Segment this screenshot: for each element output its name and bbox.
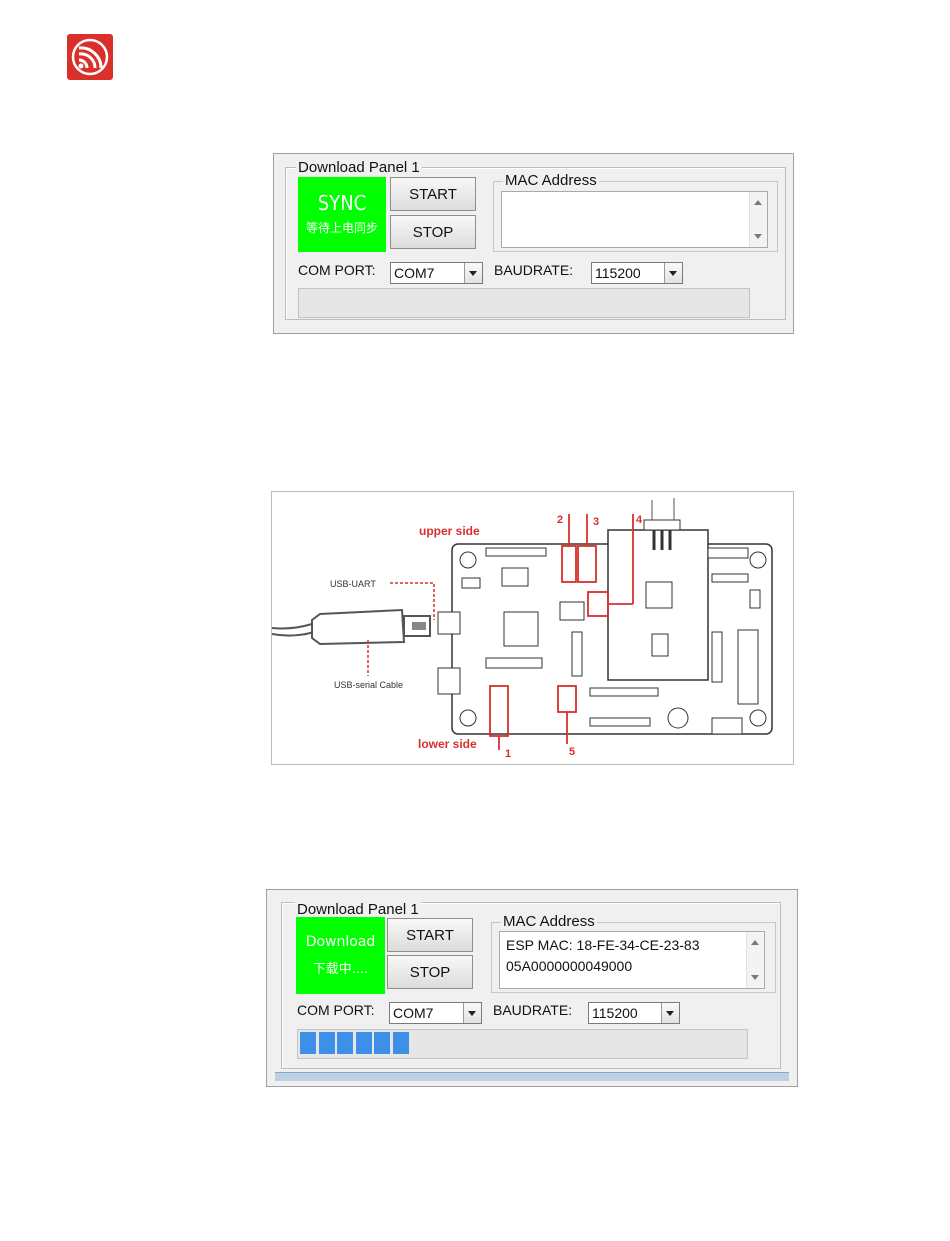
- chevron-down-icon[interactable]: [661, 1003, 679, 1023]
- start-button[interactable]: START: [390, 177, 476, 211]
- baudrate-select[interactable]: 115200: [588, 1002, 680, 1024]
- marker-2: 2: [557, 514, 563, 526]
- baudrate-value: 115200: [592, 1005, 638, 1021]
- baudrate-value: 115200: [595, 265, 641, 281]
- chevron-down-icon[interactable]: [664, 263, 682, 283]
- progress-segment: [393, 1032, 409, 1054]
- marker-3: 3: [593, 516, 599, 528]
- scroll-up-icon[interactable]: [751, 940, 759, 945]
- upper-side-label: upper side: [419, 524, 480, 538]
- progress-segment: [374, 1032, 390, 1054]
- start-button[interactable]: START: [387, 918, 473, 952]
- com-port-label: COM PORT:: [297, 1002, 375, 1018]
- status-sub-text: 等待上电同步: [298, 219, 386, 236]
- lower-side-label: lower side: [418, 737, 477, 751]
- mac-address-title: MAC Address: [503, 172, 599, 190]
- marker-1: 1: [505, 748, 511, 760]
- baudrate-label: BAUDRATE:: [494, 262, 573, 278]
- progress-segment: [319, 1032, 335, 1054]
- status-main-text: SYNC: [298, 191, 386, 215]
- progress-segment: [337, 1032, 353, 1054]
- marker-5: 5: [569, 746, 575, 758]
- com-port-value: COM7: [394, 265, 434, 281]
- marker-4: 4: [636, 514, 643, 526]
- scroll-up-icon[interactable]: [754, 200, 762, 205]
- stop-button[interactable]: STOP: [390, 215, 476, 249]
- espressif-logo-icon: [67, 34, 113, 80]
- mac-line-1: ESP MAC: 18-FE-34-CE-23-83: [506, 935, 758, 956]
- panel-title: Download Panel 1: [296, 159, 422, 177]
- mac-address-group: MAC Address ESP MAC: 18-FE-34-CE-23-83 0…: [491, 922, 776, 993]
- com-port-label: COM PORT:: [298, 262, 376, 278]
- scroll-down-icon[interactable]: [754, 234, 762, 239]
- status-main-text: Download: [296, 934, 385, 950]
- scroll-down-icon[interactable]: [751, 975, 759, 980]
- download-panel-1: Download Panel 1 SYNC 等待上电同步 START STOP …: [273, 153, 794, 334]
- progress-segment: [300, 1032, 316, 1054]
- mac-line-2: 05A0000000049000: [506, 956, 758, 977]
- download-panel-2: Download Panel 1 Download 下载中.... START …: [266, 889, 798, 1087]
- baudrate-select[interactable]: 115200: [591, 262, 683, 284]
- mac-address-box[interactable]: ESP MAC: 18-FE-34-CE-23-83 05A0000000049…: [499, 931, 765, 989]
- chevron-down-icon[interactable]: [463, 1003, 481, 1023]
- com-port-value: COM7: [393, 1005, 433, 1021]
- mac-scrollbar[interactable]: [749, 192, 767, 247]
- usb-cable-label: USB-serial Cable: [334, 680, 403, 690]
- com-port-select[interactable]: COM7: [390, 262, 483, 284]
- usb-uart-label: USB-UART: [330, 579, 376, 589]
- status-indicator: Download 下载中....: [296, 917, 385, 994]
- usb-cable-icon: [272, 610, 430, 644]
- mac-address-group: MAC Address: [493, 181, 778, 252]
- com-port-select[interactable]: COM7: [389, 1002, 482, 1024]
- board-figure: USB-UART USB-serial Cable: [271, 491, 794, 765]
- board-diagram: USB-UART USB-serial Cable: [272, 492, 795, 766]
- progress-bar: [298, 288, 750, 318]
- chevron-down-icon[interactable]: [464, 263, 482, 283]
- window-bottom-bar: [275, 1072, 789, 1081]
- baudrate-label: BAUDRATE:: [493, 1002, 572, 1018]
- stop-button[interactable]: STOP: [387, 955, 473, 989]
- mac-scrollbar[interactable]: [746, 932, 764, 988]
- progress-bar: [297, 1029, 748, 1059]
- progress-segment: [356, 1032, 372, 1054]
- status-indicator: SYNC 等待上电同步: [298, 177, 386, 252]
- mac-address-title: MAC Address: [501, 913, 597, 931]
- mac-address-box[interactable]: [501, 191, 768, 248]
- status-sub-text: 下载中....: [296, 958, 385, 977]
